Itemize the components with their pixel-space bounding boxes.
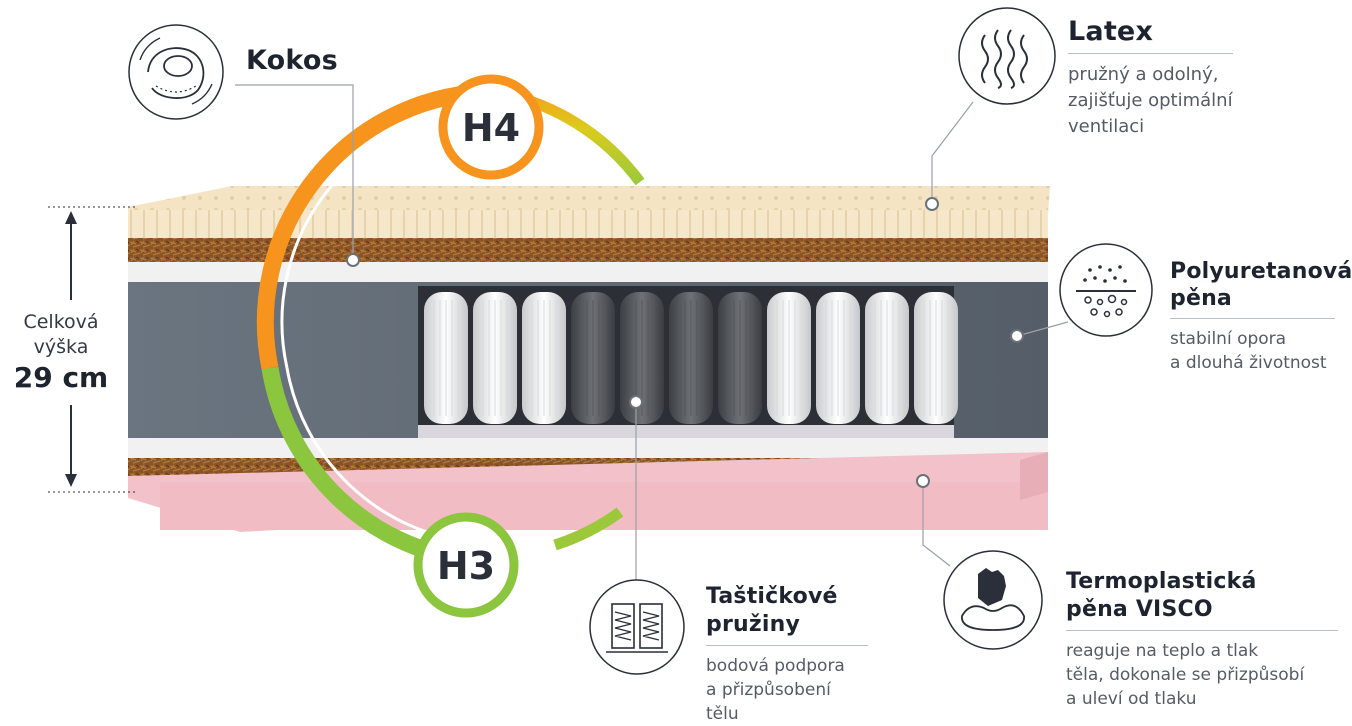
latex-label: Latex pružný a odolný, zajišťuje optimál… <box>1068 16 1233 140</box>
visco-title-1: Termoplastická <box>1066 569 1257 594</box>
coconut-icon <box>128 24 224 120</box>
leader-dots <box>346 197 1024 488</box>
polyurethane-title-2: pěna <box>1170 286 1232 311</box>
firmness-h4-label: H4 <box>462 106 520 150</box>
springs-title-1: Taštičkové <box>706 584 838 609</box>
visco-title-2: pěna VISCO <box>1066 597 1213 622</box>
foam-bubbles-icon <box>1059 243 1153 337</box>
polyurethane-label: Polyuretanová pěna stabilní opora a dlou… <box>1170 258 1352 375</box>
visco-label: Termoplastická pěna VISCO reaguje na tep… <box>1066 568 1338 711</box>
latex-desc-1: pružný a odolný, <box>1068 64 1219 85</box>
polyurethane-title-1: Polyuretanová <box>1170 259 1352 284</box>
pocket-springs-label: Taštičkové pružiny bodová podpora a přiz… <box>706 583 868 726</box>
polyurethane-desc-1: stabilní opora <box>1170 329 1287 349</box>
visco-desc-1: reaguje na teplo a tlak <box>1066 641 1259 661</box>
firmness-h3-label: H3 <box>437 544 495 588</box>
pocket-springs-icon <box>589 579 685 675</box>
latex-waves-icon <box>958 7 1056 105</box>
white-foam-top <box>128 262 1048 284</box>
kokos-title: Kokos <box>246 45 338 76</box>
total-height-label: Celková výška 29 cm <box>6 310 116 396</box>
height-value: 29 cm <box>13 361 109 394</box>
height-dimension <box>48 206 135 493</box>
springs-desc-1: bodová podpora <box>706 656 845 676</box>
height-caption-line1: Celková <box>23 311 99 333</box>
pocket-springs <box>424 292 958 424</box>
springs-desc-2: a přizpůsobení tělu <box>706 680 831 724</box>
latex-desc-2: zajišťuje optimální <box>1068 90 1233 111</box>
polyurethane-desc-2: a dlouhá životnost <box>1170 353 1327 373</box>
springs-title-2: pružiny <box>706 612 801 637</box>
firmness-ring: H4 H3 <box>256 74 645 618</box>
leader-lines <box>235 84 1069 580</box>
kokos-label: Kokos <box>246 45 338 76</box>
latex-title: Latex <box>1068 16 1154 47</box>
hand-press-foam-icon <box>943 550 1043 650</box>
firmness-badge-h3 <box>413 512 519 618</box>
firmness-badge-h4 <box>438 74 544 180</box>
visco-desc-2: těla, dokonale se přizpůsobí <box>1066 665 1305 685</box>
latex-desc-3: ventilaci <box>1068 116 1145 137</box>
visco-desc-3: a uleví od tlaku <box>1066 689 1197 709</box>
height-caption-line2: výška <box>33 336 89 358</box>
